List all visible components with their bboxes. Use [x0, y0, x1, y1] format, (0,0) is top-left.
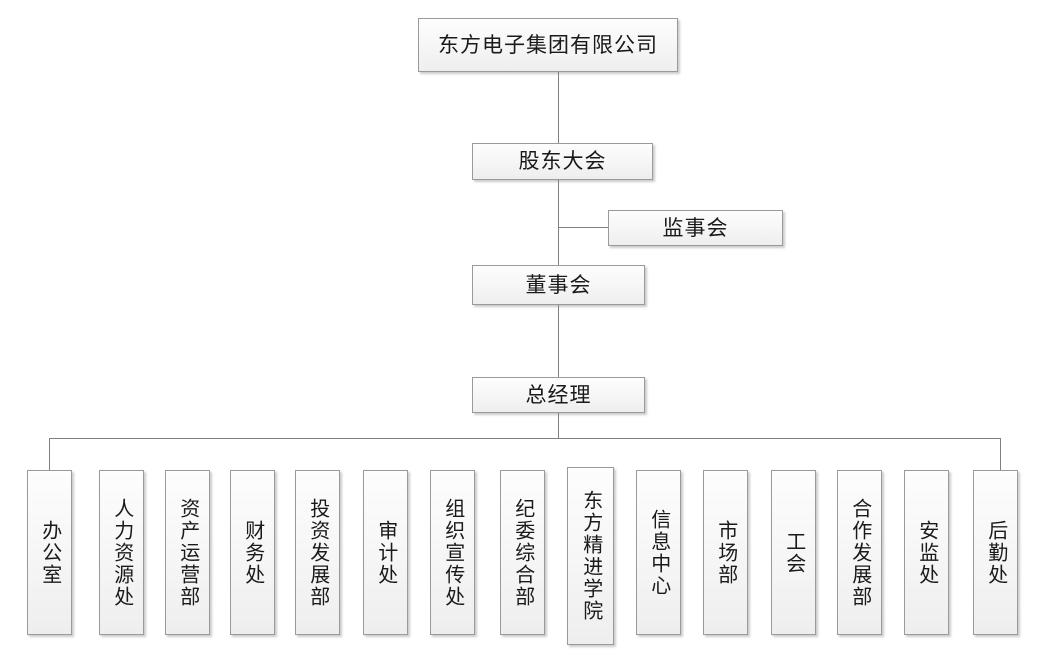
node-department-label: 后勤处 [984, 519, 1007, 586]
node-board-of-directors-label: 董事会 [525, 272, 592, 297]
node-department-label: 东方精进学院 [579, 490, 602, 622]
node-department-label: 市场部 [714, 519, 737, 586]
node-department-asset-operations[interactable]: 资产运营部 [165, 470, 210, 635]
node-department-investment-development[interactable]: 投资发展部 [295, 470, 340, 635]
node-department-cooperation-development[interactable]: 合作发展部 [837, 470, 882, 635]
connector-company-to-shareholders [558, 72, 559, 143]
connector-manager-to-bus [558, 413, 559, 438]
node-general-manager-label: 总经理 [525, 382, 592, 407]
node-department-label: 工会 [782, 530, 805, 575]
node-department-safety-supervision[interactable]: 安监处 [904, 470, 949, 635]
node-department-label: 信息中心 [647, 508, 670, 597]
node-department-label: 投资发展部 [306, 497, 329, 608]
node-shareholders-meeting[interactable]: 股东大会 [472, 143, 653, 180]
node-department-label: 纪委综合部 [511, 497, 534, 608]
node-department-audit[interactable]: 审计处 [363, 470, 408, 635]
node-department-organization-publicity[interactable]: 组织宣传处 [430, 470, 475, 635]
node-department-marketing[interactable]: 市场部 [703, 470, 748, 635]
node-general-manager[interactable]: 总经理 [472, 377, 645, 413]
node-department-dongfang-academy[interactable]: 东方精进学院 [567, 467, 614, 645]
node-department-label: 安监处 [915, 519, 938, 586]
node-department-label: 人力资源处 [110, 497, 133, 608]
node-department-labor-union[interactable]: 工会 [771, 470, 816, 635]
node-department-label: 办公室 [38, 519, 61, 586]
node-department-information-center[interactable]: 信息中心 [636, 470, 681, 635]
node-department-label: 财务处 [241, 519, 264, 586]
connector-trunk-to-supervisors [558, 227, 609, 228]
connector-bus-drop-left [49, 438, 50, 470]
node-department-label: 资产运营部 [176, 497, 199, 608]
node-company[interactable]: 东方电子集团有限公司 [418, 18, 678, 72]
node-board-of-supervisors[interactable]: 监事会 [608, 210, 783, 246]
node-department-logistics[interactable]: 后勤处 [973, 470, 1018, 635]
node-department-label: 合作发展部 [848, 497, 871, 608]
node-department-label: 组织宣传处 [441, 497, 464, 608]
node-department-discipline-general[interactable]: 纪委综合部 [500, 470, 545, 635]
node-board-of-supervisors-label: 监事会 [662, 215, 729, 240]
node-department-label: 审计处 [374, 519, 397, 586]
node-department-office[interactable]: 办公室 [27, 470, 72, 635]
connector-shareholders-to-directors [558, 180, 559, 265]
node-shareholders-meeting-label: 股东大会 [518, 149, 607, 173]
connector-bus-drop-right [1000, 438, 1001, 470]
node-board-of-directors[interactable]: 董事会 [472, 265, 645, 305]
connector-department-bus [49, 438, 1001, 439]
node-company-label: 东方电子集团有限公司 [438, 32, 658, 57]
node-department-finance[interactable]: 财务处 [230, 470, 275, 635]
node-department-human-resources[interactable]: 人力资源处 [99, 470, 144, 635]
connector-directors-to-manager [558, 305, 559, 377]
